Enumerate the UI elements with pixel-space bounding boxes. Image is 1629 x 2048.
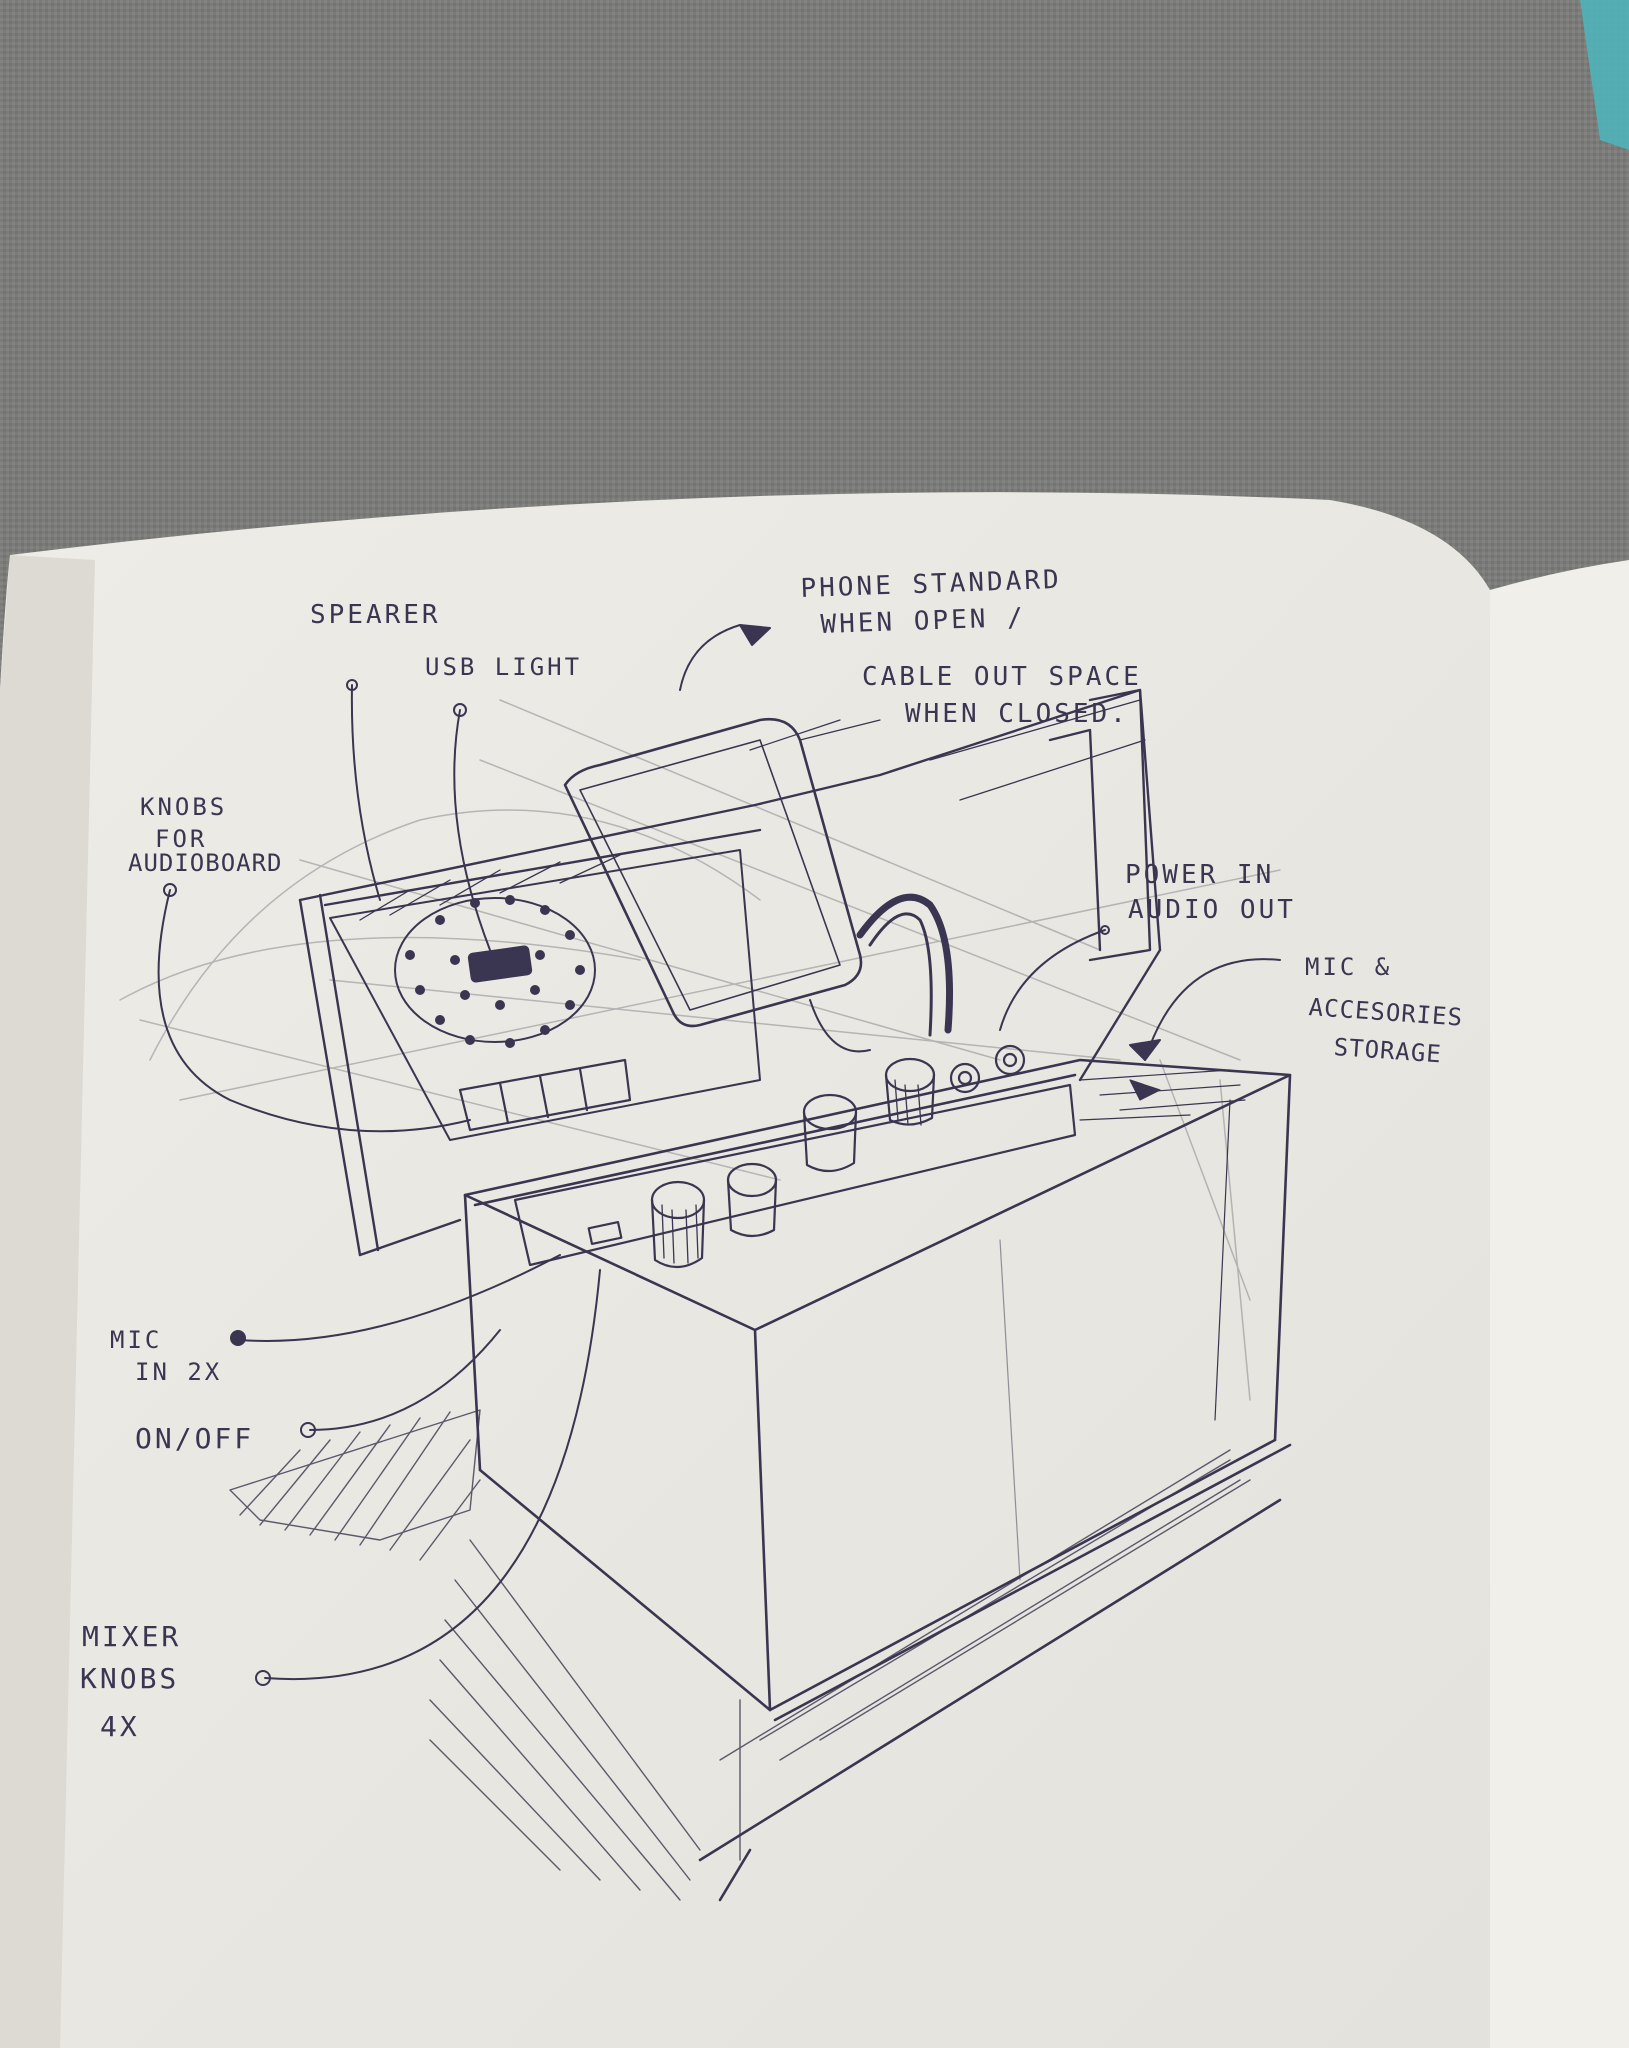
construction-lines xyxy=(119,699,1281,1401)
audioboard-buttons xyxy=(458,1058,632,1132)
lid xyxy=(298,688,1162,1257)
storage-hatching xyxy=(1079,1069,1246,1121)
label-phone-line2: WHEN OPEN / xyxy=(820,602,1027,640)
jacks xyxy=(949,1044,1026,1094)
right-page xyxy=(1490,560,1629,2048)
shadow-hatching xyxy=(229,1409,1251,1901)
teal-pen xyxy=(1580,0,1629,150)
device-sketch xyxy=(119,624,1292,1902)
label-mic-in-line1: MIC xyxy=(110,1326,163,1354)
label-usb-light: USB LIGHT xyxy=(425,653,583,681)
label-knobs-line2: FOR xyxy=(155,825,208,853)
label-mixer-line3: 4X xyxy=(100,1710,140,1743)
label-mixer-line1: MIXER xyxy=(82,1620,182,1653)
label-knobs-line1: KNOBS xyxy=(140,793,228,821)
label-knobs-line3: AUDIOBOARD xyxy=(128,849,283,877)
phone xyxy=(563,717,953,1053)
usb-light xyxy=(467,945,533,983)
label-mic-storage-line1: MIC & xyxy=(1305,953,1393,981)
control-panel xyxy=(513,1044,1077,1269)
label-mic-in-line2: IN 2X xyxy=(135,1358,223,1386)
label-cable-line1: CABLE OUT SPACE xyxy=(862,662,1142,692)
label-mixer-line2: KNOBS xyxy=(80,1662,180,1695)
speaker xyxy=(394,895,596,1048)
on-off-switch xyxy=(587,1220,623,1246)
box-body xyxy=(463,1058,1292,1902)
mixer-knobs xyxy=(650,1057,936,1269)
leader-lines xyxy=(157,624,1281,1686)
page-edge xyxy=(0,555,95,2048)
lid-recess xyxy=(329,849,761,1141)
label-cable-line2: WHEN CLOSED. xyxy=(905,699,1129,729)
label-speaker: SPEARER xyxy=(310,600,441,630)
label-power-line2: AUDIO OUT xyxy=(1128,895,1296,925)
label-power-line1: POWER IN xyxy=(1125,860,1275,890)
label-on-off: ON/OFF xyxy=(135,1422,255,1455)
